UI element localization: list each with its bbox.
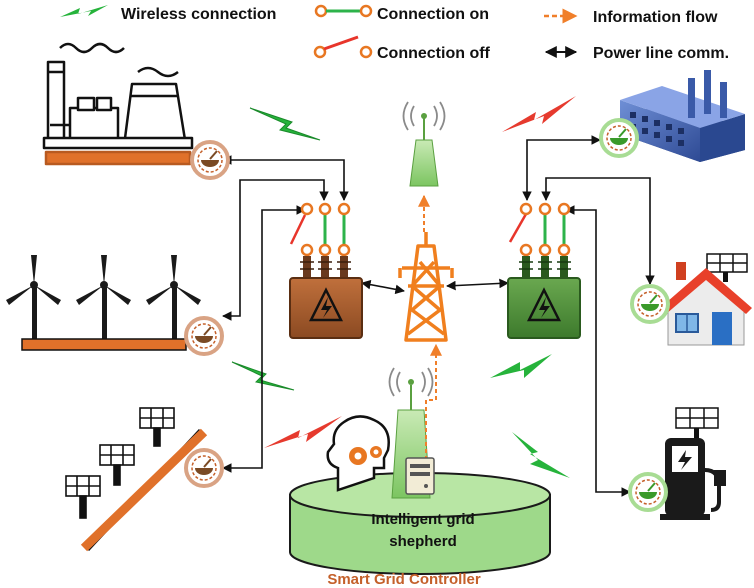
- left-switches: [289, 202, 351, 257]
- legend-info-flow-label: Information flow: [593, 9, 718, 26]
- smart-meter-wind-icon: [184, 316, 224, 356]
- connection-on-legend-icon: [314, 4, 373, 18]
- controller-line1: Intelligent grid: [371, 511, 474, 528]
- legend-plc-label: Power line comm.: [593, 45, 729, 62]
- smart-meter-plant-icon: [190, 140, 230, 180]
- brain-gears-icon: [326, 415, 390, 492]
- right-transformer: [507, 256, 581, 339]
- server-icon: [405, 457, 435, 495]
- wireless-legend-icon: [60, 5, 108, 17]
- controller-line2: shepherd: [389, 533, 457, 550]
- left-transformer: [289, 256, 363, 339]
- ev-charger-icon: [660, 407, 726, 520]
- smart-meter-solar-icon: [184, 448, 224, 488]
- smart-meter-house-icon: [630, 284, 670, 324]
- legend-connection-off-label: Connection off: [377, 45, 491, 62]
- controller-caption: Smart Grid Controller: [327, 571, 481, 588]
- right-switches: [508, 202, 571, 257]
- connection-off-legend-icon: [313, 35, 373, 59]
- smart-meter-factory-icon: [599, 118, 639, 158]
- wind-turbine-icon: [6, 255, 201, 351]
- factory-icon: [620, 70, 745, 162]
- transmission-tower-icon: [398, 232, 454, 342]
- power-plant-icon: [42, 42, 194, 166]
- legend-connection-on-label: Connection on: [377, 6, 489, 23]
- solar-panel-icon: [65, 407, 208, 552]
- house-icon: [660, 253, 752, 346]
- smart-meter-ev-icon: [628, 472, 668, 512]
- legend: Wireless connection Connection on Inform…: [60, 4, 729, 62]
- info-flow-controller: [425, 343, 442, 460]
- legend-wireless-label: Wireless connection: [121, 6, 276, 23]
- top-antenna-icon: [402, 101, 446, 187]
- power-line-connections: [222, 135, 655, 497]
